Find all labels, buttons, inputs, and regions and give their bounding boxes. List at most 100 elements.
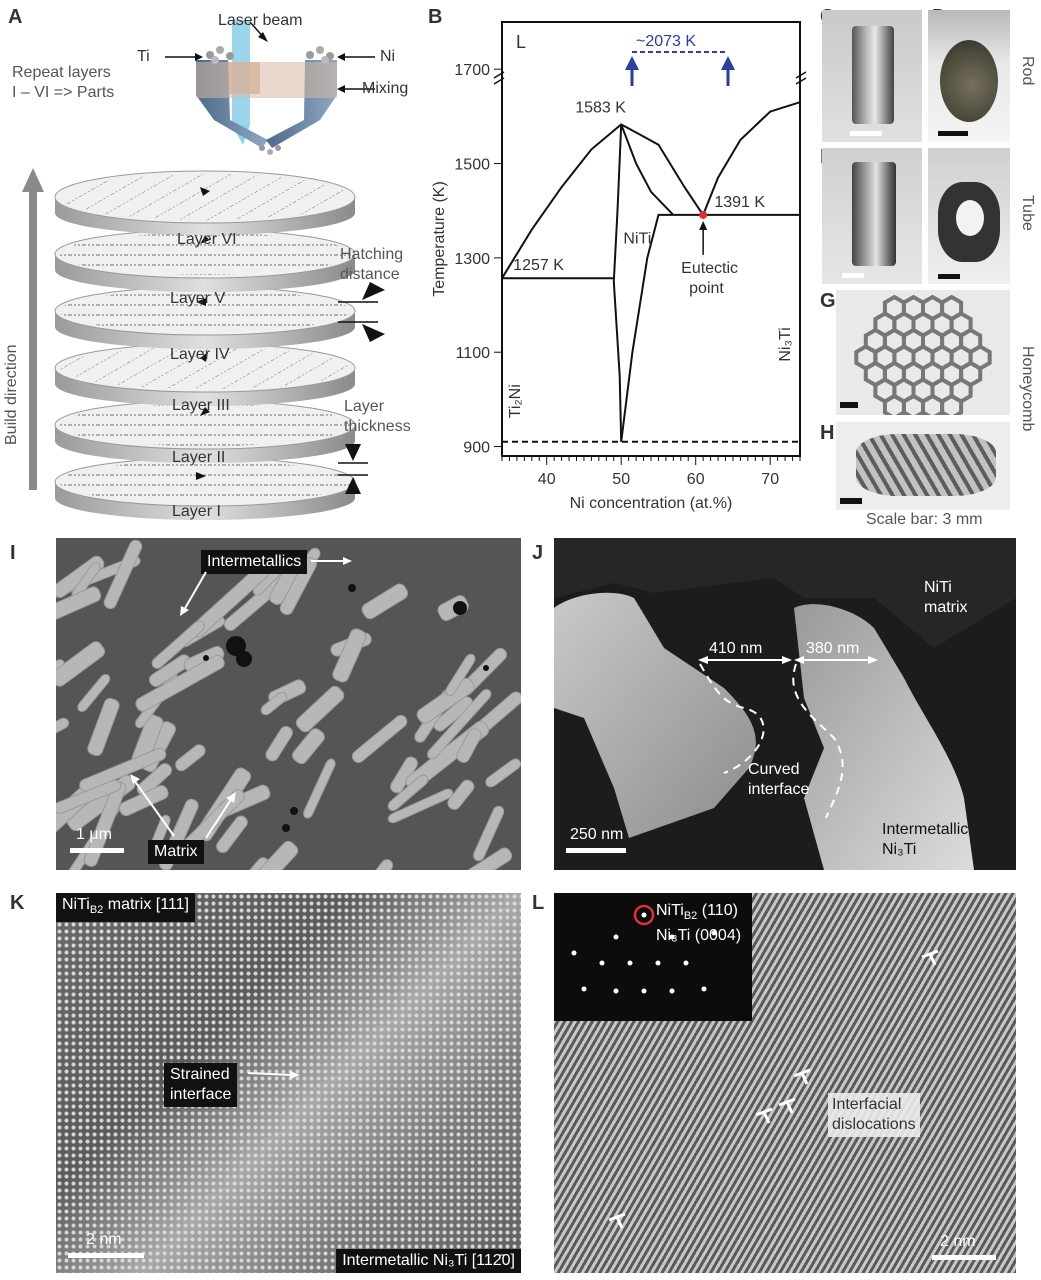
photo-rod-end: [928, 10, 1010, 142]
fft-spot: [641, 912, 647, 918]
layer-stack: [54, 170, 356, 520]
scale-bar-g: [840, 402, 858, 408]
label-eutectic-temperature: 1391 K: [714, 194, 765, 211]
panel-label-a: A: [8, 6, 23, 28]
label-repeat-layers: Repeat layers I – VI => Parts: [12, 63, 114, 103]
label-k-intermetallic: Intermetallic Ni₃Ti [112̄0]: [336, 1249, 521, 1273]
niti-matrix-line-1: NiTi: [924, 579, 952, 596]
label-layer-v: Layer V: [170, 290, 226, 307]
fft-spot: [655, 960, 661, 966]
intermetallic-line-2: Ni₃Ti: [882, 841, 917, 858]
label-hatching-distance: Hatching distance: [340, 245, 403, 285]
intermetallic-lamella: [135, 654, 225, 712]
photo-honeycomb-angle: [836, 422, 1010, 510]
blue-arrow-head: [721, 56, 735, 70]
panel-label-l: L: [532, 892, 545, 914]
label-eutectic-line2: point: [689, 280, 724, 297]
scale-bar-j: [566, 848, 626, 853]
label-layer-vi: Layer VI: [177, 231, 237, 248]
honeycomb-cell: [921, 393, 945, 415]
phase-boundary-line: [501, 123, 704, 279]
hatching-line-2: distance: [340, 266, 400, 283]
label-layer-iv: Layer IV: [170, 346, 230, 363]
phase-boundary-line: [620, 124, 675, 216]
panel-label-k: K: [10, 892, 25, 914]
micrograph-tem: NiTi matrix 410 nm 380 nm Curved interfa…: [554, 538, 1016, 870]
intermetallic-lamella: [332, 628, 367, 683]
eutectic-arrow-head: [699, 220, 708, 230]
label-curved-interface: Curved interface: [748, 760, 809, 800]
photo-tube-side: [822, 148, 922, 284]
intermetallic-lamella: [427, 689, 492, 760]
x-tick-label: 60: [687, 471, 705, 488]
intermetallic-lamella: [456, 728, 482, 763]
y-tick-label: 1500: [454, 157, 490, 174]
panel-label-g: G: [820, 290, 836, 312]
x-tick-label: 40: [538, 471, 556, 488]
intermetallic-lamella: [344, 859, 394, 870]
intermetallic-lamella: [260, 691, 288, 716]
photo-honeycomb-top: [836, 290, 1010, 415]
label-scale-j: 250 nm: [570, 826, 624, 843]
scale-bar-f: [938, 274, 960, 279]
intermetallic-lamella: [77, 674, 111, 712]
fft-inset: [554, 893, 752, 1021]
phase-boundary-line: [702, 101, 801, 216]
curved-line-2: interface: [748, 781, 810, 798]
strained-line-2: interface: [170, 1086, 232, 1103]
label-width-410: 410 nm: [709, 640, 763, 657]
label-fft-indices: NiTiB2 (110) Ni₃Ti (0004): [656, 901, 741, 946]
layer-thickness-line-1: Layer: [344, 398, 385, 415]
sem-callout-arrows: [130, 557, 352, 839]
strained-line-1: Strained: [170, 1066, 230, 1083]
y-tick-label: 1300: [454, 251, 490, 268]
fft-spot: [571, 950, 577, 956]
intermetallic-lamella: [56, 659, 65, 715]
intermetallic-line-1: Intermetallic: [882, 821, 969, 838]
hatching-line-1: Hatching: [340, 246, 404, 263]
label-width-380: 380 nm: [806, 640, 860, 657]
hrtem-arrow: [247, 1071, 300, 1079]
intermetallic-lamella: [292, 728, 325, 765]
label-k-matrix: NiTiB2 matrix [111]: [56, 893, 195, 923]
axis-break-right: [795, 71, 807, 85]
photo-rod-side: [822, 10, 922, 142]
intermetallic-lamella: [237, 840, 299, 870]
label-layer-ii: Layer II: [172, 449, 226, 466]
dislocation-line-2: dislocations: [832, 1116, 916, 1133]
fft-spot: [581, 986, 587, 992]
label-intermetallics: Intermetallics: [201, 550, 308, 574]
fft-spot: [701, 986, 707, 992]
repeat-line-2: I – VI => Parts: [12, 84, 115, 101]
label-mixing: Mixing: [362, 80, 409, 97]
hatching-distance-marker: [338, 282, 385, 342]
label-fft-ni3ti: Ni₃Ti (0004): [656, 927, 742, 945]
tube-bore: [956, 200, 984, 236]
micrograph-ifft: NiTiB2 (110) Ni₃Ti (0004) Interfacial di…: [554, 893, 1016, 1273]
fft-spot: [613, 934, 619, 940]
honeycomb-cell: [940, 393, 964, 415]
tube-body: [852, 162, 896, 266]
intermetallic-lamella: [473, 805, 505, 862]
intermetallic-lamella: [416, 677, 475, 724]
schematic-arrows: [165, 21, 375, 93]
label-interfacial-dislocations: Interfacial dislocations: [828, 1093, 920, 1137]
scale-bar-k: [68, 1253, 144, 1258]
intermetallic-lamella: [387, 788, 454, 824]
intermetallic-lamella: [279, 557, 318, 616]
axis-break-left: [493, 71, 505, 85]
intermetallic-lamella: [485, 758, 521, 788]
intermetallic-lamella: [56, 779, 122, 814]
tem-grains: [554, 538, 1016, 870]
intermetallic-lamella: [216, 815, 248, 854]
intermetallic-lamella: [151, 620, 205, 669]
label-matrix: Matrix: [148, 840, 204, 864]
label-niti-phase: NiTi: [623, 231, 651, 248]
fft-spot: [599, 960, 605, 966]
label-eutectic-line1: Eutectic: [681, 260, 738, 277]
fft-spot: [711, 930, 717, 936]
intermetallic-lamella: [432, 847, 513, 870]
label-layer-i: Layer I: [172, 503, 221, 520]
intermetallic-lamella: [351, 715, 408, 763]
